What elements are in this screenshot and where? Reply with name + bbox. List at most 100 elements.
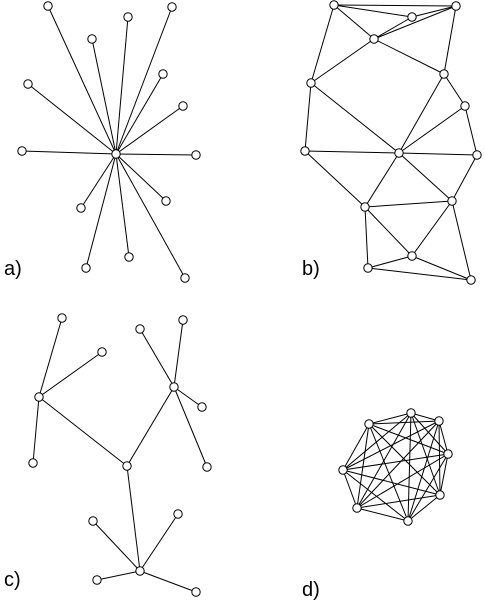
edge-b-29 — [367, 267, 472, 281]
edge-c-3 — [38, 317, 63, 398]
edge-d-2 — [368, 423, 441, 496]
edge-b-1 — [333, 4, 413, 18]
edge-b-9 — [443, 5, 457, 75]
edge-a-4 — [27, 83, 117, 155]
node-b-10 — [360, 202, 370, 212]
edge-b-0 — [333, 4, 457, 7]
edge-d-26 — [356, 420, 440, 509]
edge-b-16 — [304, 150, 400, 154]
edge-b-12 — [398, 73, 445, 154]
edge-d-24 — [407, 420, 440, 522]
panel-label-b: b) — [302, 258, 320, 280]
node-d-7 — [434, 416, 444, 426]
edge-a-1 — [91, 38, 117, 155]
edge-d-0 — [368, 412, 412, 425]
node-c-11 — [88, 516, 98, 526]
edge-d-27 — [342, 420, 440, 471]
edge-a-2 — [115, 16, 129, 155]
edge-c-11 — [139, 513, 179, 572]
node-a-7 — [178, 101, 188, 111]
edge-d-23 — [342, 469, 409, 522]
edge-d-22 — [356, 507, 409, 522]
node-a-13 — [124, 252, 134, 262]
node-b-1 — [369, 34, 379, 44]
edge-c-9 — [173, 386, 208, 468]
node-a-2 — [87, 34, 97, 44]
graph-c — [28, 313, 212, 597]
node-c-10 — [202, 462, 212, 472]
edge-b-6 — [310, 4, 335, 84]
edge-d-21 — [438, 420, 441, 496]
edge-b-26 — [451, 200, 472, 281]
node-d-2 — [443, 449, 453, 459]
edge-a-7 — [21, 150, 117, 155]
node-d-3 — [435, 490, 445, 500]
edge-d-17 — [438, 420, 449, 455]
node-c-9 — [197, 402, 207, 412]
edge-a-5 — [115, 73, 164, 155]
edge-a-10 — [115, 153, 167, 202]
edge-a-13 — [115, 153, 186, 279]
panel-label-d: d) — [302, 579, 320, 601]
edge-b-5 — [373, 5, 457, 40]
edge-b-20 — [398, 152, 453, 202]
node-b-3 — [451, 1, 461, 11]
node-b-6 — [460, 101, 470, 111]
edge-b-2 — [333, 4, 375, 40]
graph-a — [17, 1, 201, 283]
edge-c-4 — [38, 351, 103, 398]
edge-b-14 — [398, 105, 466, 154]
node-c-12 — [173, 509, 183, 519]
node-a-4 — [167, 2, 177, 12]
node-a-0 — [111, 149, 121, 159]
edge-b-8 — [373, 38, 445, 75]
edge-d-12 — [410, 412, 440, 422]
edge-b-13 — [443, 73, 466, 107]
node-b-11 — [447, 196, 457, 206]
node-a-5 — [23, 79, 33, 89]
graph-d — [338, 408, 453, 526]
edge-c-2 — [126, 465, 141, 572]
edge-b-7 — [310, 38, 375, 84]
node-a-1 — [43, 1, 53, 11]
edge-b-19 — [364, 152, 400, 208]
edge-c-10 — [92, 520, 141, 572]
edge-d-7 — [410, 412, 449, 455]
edge-a-6 — [115, 105, 184, 155]
node-a-9 — [191, 150, 201, 160]
node-b-8 — [394, 148, 404, 158]
node-b-2 — [407, 12, 417, 22]
node-c-4 — [57, 313, 67, 323]
edge-b-24 — [411, 200, 453, 257]
node-c-1 — [34, 392, 44, 402]
node-d-1 — [406, 408, 416, 418]
edge-c-13 — [139, 570, 197, 593]
edge-d-18 — [407, 494, 441, 522]
node-b-7 — [300, 146, 310, 156]
edge-b-25 — [364, 206, 369, 269]
edge-c-6 — [139, 328, 175, 388]
edge-b-3 — [411, 5, 457, 18]
node-c-6 — [28, 458, 38, 468]
edge-d-25 — [342, 469, 358, 509]
edge-b-4 — [373, 16, 413, 40]
node-b-14 — [466, 275, 476, 285]
edge-a-3 — [115, 6, 173, 155]
node-b-0 — [329, 0, 339, 10]
edge-d-13 — [439, 453, 449, 496]
edge-d-10 — [356, 412, 412, 509]
edge-b-11 — [310, 82, 400, 154]
edge-b-15 — [464, 105, 478, 156]
panel-label-a: a) — [4, 258, 22, 280]
node-a-6 — [158, 69, 168, 79]
edge-c-5 — [32, 396, 40, 464]
edge-d-6 — [368, 420, 440, 425]
edge-b-17 — [398, 152, 478, 156]
edge-a-12 — [115, 153, 130, 258]
edge-b-23 — [364, 206, 413, 257]
node-b-13 — [363, 263, 373, 273]
node-c-2 — [169, 382, 179, 392]
edge-c-0 — [38, 396, 128, 467]
edge-b-10 — [304, 82, 312, 152]
node-a-8 — [17, 146, 27, 156]
